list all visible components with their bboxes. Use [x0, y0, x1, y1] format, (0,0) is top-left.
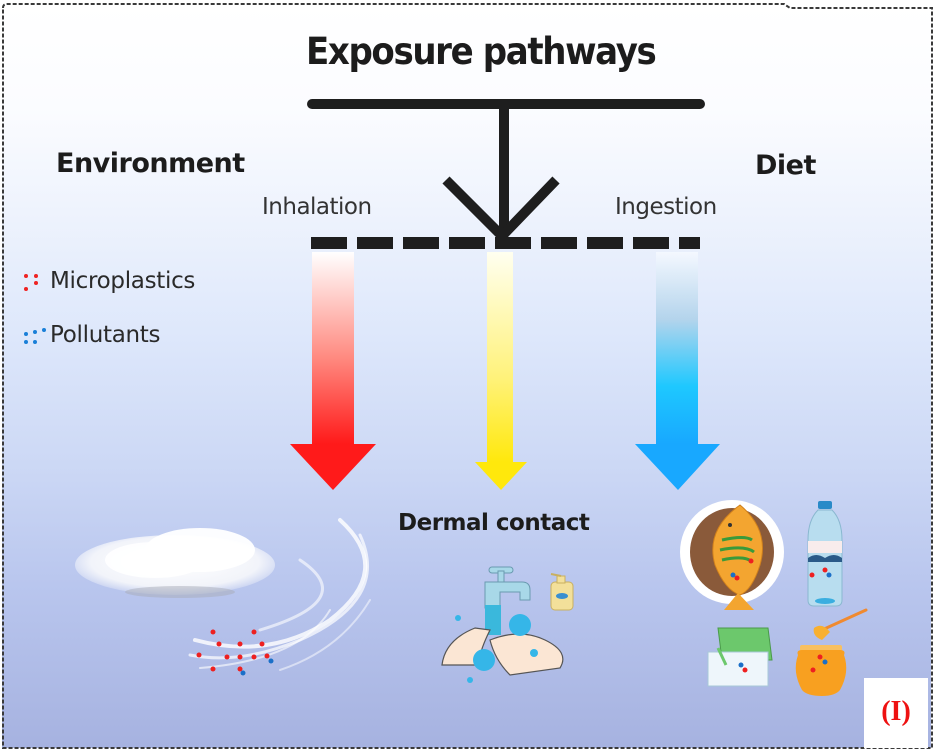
ingestion-arrow: [635, 252, 720, 490]
diet-heading: Diet: [755, 150, 816, 181]
honey-jar-icon: [795, 608, 868, 696]
food-container-icon: [707, 627, 773, 687]
washing-hands-icon: [441, 614, 564, 683]
faucet-icon: [484, 566, 531, 635]
soap-dispenser-icon: [550, 573, 574, 611]
water-bottle-icon: [807, 501, 843, 607]
legend-microplastics-label: Microplastics: [50, 268, 196, 294]
microplastic-particles: [196, 629, 270, 672]
cloud-icon: [75, 528, 275, 598]
fish-plate-icon: [680, 500, 784, 610]
panel-label-box: (I): [864, 678, 928, 748]
pollutants-dots-icon: [22, 326, 46, 346]
inhalation-arrow: [290, 252, 376, 490]
exposure-t-bar: [307, 99, 705, 244]
legend-pollutants: Pollutants: [22, 322, 160, 348]
wind-swirl-icon: [188, 518, 371, 671]
dermal-arrow: [475, 252, 527, 490]
legend-pollutants-label: Pollutants: [50, 322, 161, 348]
legend-microplastics: Microplastics: [22, 268, 195, 294]
pollutant-particles: [240, 658, 274, 676]
dermal-contact-label: Dermal contact: [398, 510, 590, 536]
figure-title: Exposure pathways: [306, 30, 657, 73]
microplastics-dots-icon: [22, 272, 46, 292]
panel-label: (I): [881, 696, 911, 727]
ingestion-label: Ingestion: [615, 194, 717, 220]
environment-heading: Environment: [56, 148, 245, 179]
inhalation-label: Inhalation: [262, 194, 372, 220]
